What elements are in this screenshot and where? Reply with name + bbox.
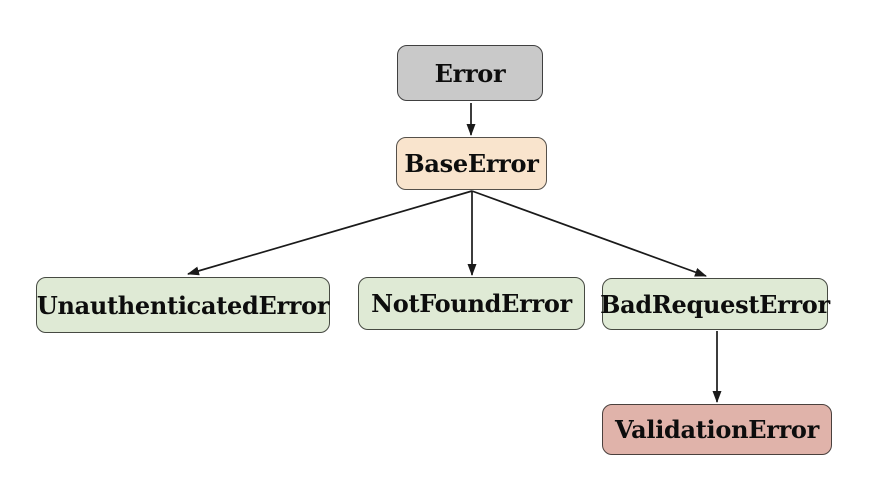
node-unauthenticated-error: UnauthenticatedError: [36, 277, 330, 333]
node-error: Error: [397, 45, 543, 101]
edge-baseerror-to-unauthenticatederror: [187, 190, 473, 276]
node-bad-request-error-label: BadRequestError: [600, 289, 830, 319]
node-validation-error-label: ValidationError: [615, 415, 819, 444]
node-error-label: Error: [434, 58, 506, 88]
node-validation-error: ValidationError: [602, 404, 832, 455]
node-not-found-error: NotFoundError: [358, 277, 585, 330]
node-unauthenticated-error-label: UnauthenticatedError: [36, 290, 330, 320]
node-base-error-label: BaseError: [404, 149, 539, 178]
edge-baseerror-to-badrequesterror: [471, 190, 707, 277]
node-bad-request-error: BadRequestError: [600, 278, 830, 330]
node-not-found-error-label: NotFoundError: [371, 289, 572, 318]
node-base-error: BaseError: [396, 137, 547, 190]
